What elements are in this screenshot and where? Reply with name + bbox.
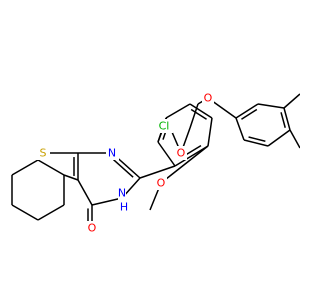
atom-o-ether1: O xyxy=(175,146,187,160)
atom-o-methoxy: O xyxy=(155,176,167,190)
bond-c1-c2 xyxy=(11,159,39,176)
bond-layer xyxy=(11,93,300,228)
bond-a6-om xyxy=(160,145,209,184)
molecule-diagram: S N N H O Cl O O O xyxy=(11,91,300,235)
bond-a4-a5 xyxy=(189,103,213,119)
atom-label-chlorine: Cl xyxy=(159,120,170,133)
bond-b4-b5 xyxy=(267,129,291,147)
atom-nh: N H xyxy=(118,186,128,214)
bond-b3-m3 xyxy=(283,93,300,109)
bond-b5-b6 xyxy=(243,139,269,147)
atom-label-nh-n: N xyxy=(118,187,126,200)
atom-label-nh-h: H xyxy=(120,201,128,214)
atom-label-oxygen-keto: O xyxy=(88,222,97,235)
bond-c3-c4 xyxy=(11,204,39,221)
bond-b4-m4 xyxy=(289,129,300,149)
bond-b1-b2-double xyxy=(241,108,258,120)
bond-b6-b1 xyxy=(235,117,245,141)
atom-cl: Cl xyxy=(155,119,173,133)
bond-b3-b4 xyxy=(283,107,291,131)
atom-label-nitrogen: N xyxy=(108,147,116,160)
bond-e1-e2 xyxy=(189,103,199,129)
atom-s1: S xyxy=(36,146,50,160)
bond-b5-b6-double xyxy=(248,136,266,142)
bond-a4-a5-double xyxy=(190,108,207,120)
bond-a3-a4 xyxy=(165,103,191,119)
atom-o-keto: O xyxy=(86,221,98,235)
bond-n1-c9-double xyxy=(113,159,134,178)
bond-c9-a1 xyxy=(139,165,176,179)
atom-label-layer: S N N H O Cl O O O xyxy=(36,91,214,235)
atom-label-sulfur: S xyxy=(40,147,47,160)
atom-label-oxygen-ether2: O xyxy=(204,92,213,105)
bond-a5-a6 xyxy=(207,117,213,147)
bond-nh-c10 xyxy=(91,197,123,206)
bond-b3-b4-double xyxy=(280,112,286,128)
atom-n1: N xyxy=(106,146,119,160)
bond-b2-b3 xyxy=(257,103,285,109)
bond-b1-b2 xyxy=(235,103,259,119)
bond-a1-a2 xyxy=(157,141,176,167)
atom-o-ether2: O xyxy=(202,91,214,105)
bond-c4-c5 xyxy=(37,204,65,221)
bond-a6-a1 xyxy=(174,145,209,167)
bond-c8-c6 xyxy=(63,174,79,181)
atom-label-oxygen-ether1: O xyxy=(177,147,186,160)
bond-c10-c8 xyxy=(77,179,93,206)
bond-c6-c1 xyxy=(37,159,65,176)
atom-label-oxygen-methoxy: O xyxy=(157,177,166,190)
